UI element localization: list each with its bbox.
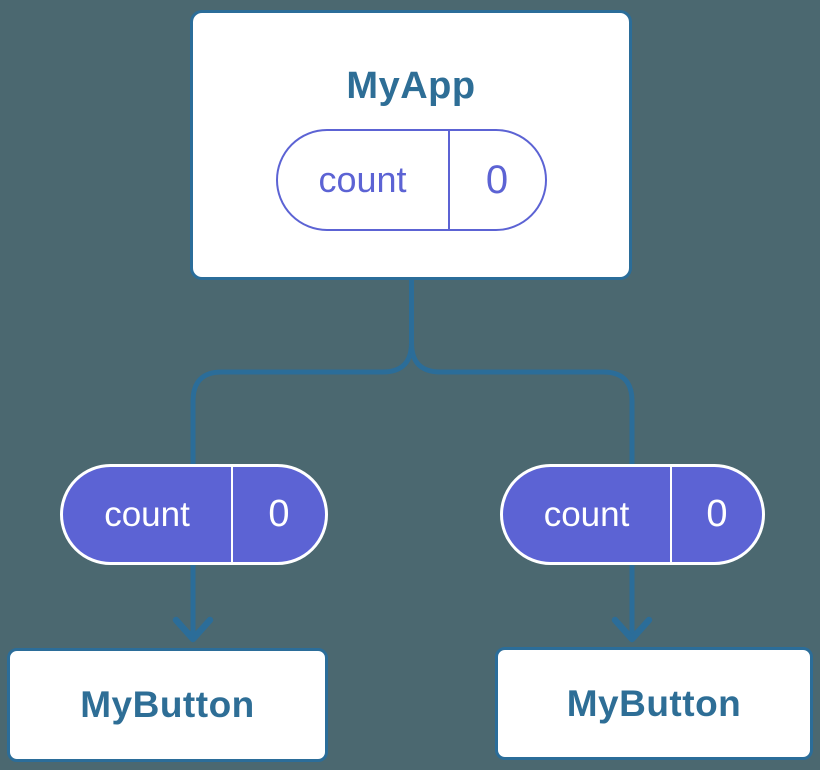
prop-key-label: count xyxy=(503,467,672,562)
component-card-mybutton-right: MyButton xyxy=(495,647,813,760)
arrow-down-icon-left xyxy=(172,616,214,643)
arrow-down-icon-right xyxy=(611,616,653,643)
prop-key-label: count xyxy=(63,467,233,562)
component-title-mybutton-right: MyButton xyxy=(566,682,742,724)
prop-pill-right: count 0 xyxy=(500,464,765,565)
component-card-myapp: MyApp count 0 xyxy=(190,10,632,280)
component-card-mybutton-left: MyButton xyxy=(7,648,328,762)
branch-left-line xyxy=(190,280,414,638)
component-title-mybutton-left: MyButton xyxy=(80,684,255,725)
prop-value: 0 xyxy=(268,493,290,535)
prop-pill-left: count 0 xyxy=(60,464,328,565)
component-title-myapp: MyApp xyxy=(346,65,476,107)
state-pill-root: count 0 xyxy=(275,129,547,231)
state-value: 0 xyxy=(485,157,509,202)
branch-right-line xyxy=(409,280,635,638)
state-key-label: count xyxy=(278,131,450,229)
prop-value: 0 xyxy=(706,493,728,535)
